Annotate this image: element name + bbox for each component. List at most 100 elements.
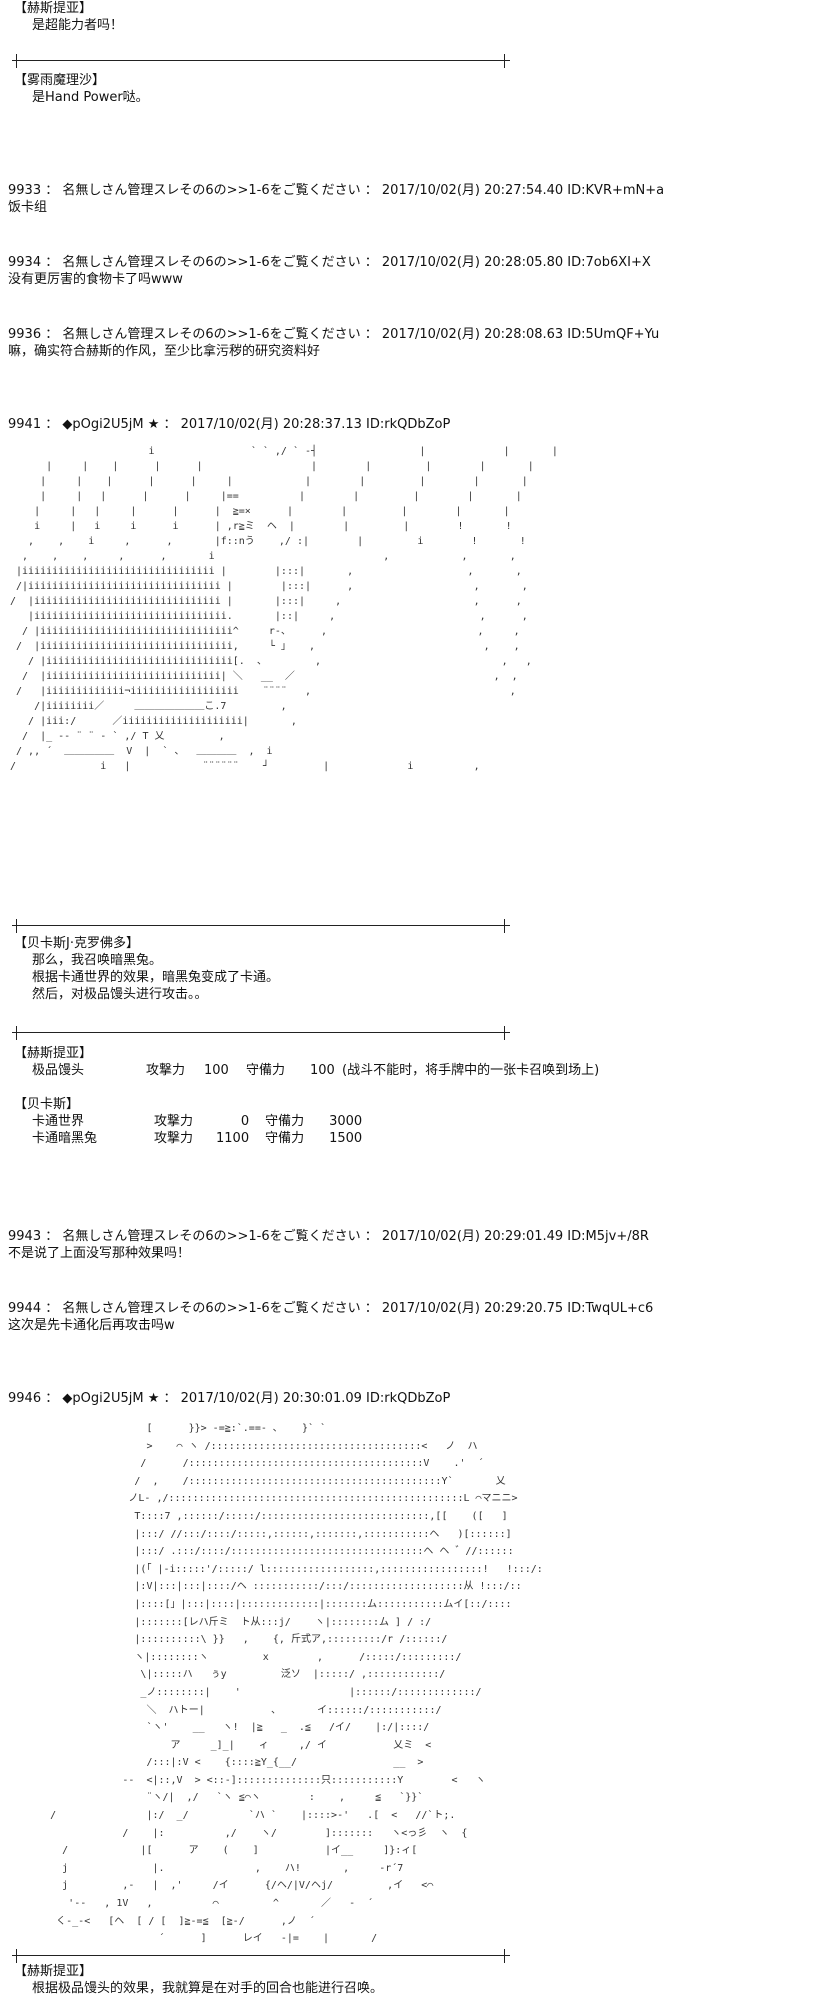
ascii-art-line: / |iiiiiiiiiiiii¬iiiiiiiiiiiiiiiiii ¨¨¨¨… [10, 686, 516, 697]
atk-label: 攻撃力 [154, 1131, 194, 1146]
ascii-art-line: '-- , 1V , ⌒ ^ ／ - ´ [14, 1898, 374, 1910]
atk-value: 1100 [216, 1131, 250, 1146]
ascii-art-line: -- <|::,V > <::-]::::::::::::::只::::::::… [14, 1774, 486, 1786]
ascii-art-line: |iiiiiiiiiiiiiiiiiiiiiiiiiiiiiiii | |:::… [10, 566, 522, 577]
ascii-art-line: |iiiiiiiiiiiiiiiiiiiiiiiiiiiiiiii. |::| … [10, 611, 528, 622]
ascii-art-line: / |[ ア ( ] |イ__ ]}:ィ[ [14, 1845, 418, 1857]
ascii-art-line: ＼ ハトー| 、 イ::::::/:::::::::::/ [14, 1704, 442, 1716]
ascii-art-line: ¨ヽ/| ,/ `ヽ ≦⌒ヽ : , ≦ `}}` [14, 1792, 424, 1804]
post-body: 不是说了上面没写那种效果吗！ [8, 1246, 191, 1261]
ascii-art-line: | | | | | |== | | | | | [10, 491, 522, 502]
ascii-art-line: > ⌒ ヽ /:::::::::::::::::::::::::::::::::… [14, 1440, 478, 1452]
atk-label: 攻撃力 [154, 1114, 194, 1129]
card-row: 卡通世界 攻撃力 0 守備力 3000 [32, 1113, 368, 1130]
ascii-art-line: ア _]_| ィ ,/ イ 乂ミ < [14, 1739, 432, 1751]
dialogue-line: 那么，我召唤暗黑兔。 [32, 953, 163, 968]
ascii-art-line: / |iii:/ ／iiiiiiiiiiiiiiiiiiii| , [10, 716, 297, 727]
ascii-art-line: /|iiiiiiiiiiiiiiiiiiiiiiiiiiiiiiii | |::… [10, 581, 528, 592]
ascii-art-line: |(「 |-i:::::'/:::::/ l::::::::::::::::::… [14, 1563, 543, 1575]
ascii-art-line: / |:/ _/ `ハ ` |::::>-' .[ < //`ト;. [14, 1810, 456, 1822]
post-header: 9933 ： 名無しさん管理スレその6の>>1-6をご覧ください ： 2017/… [8, 183, 665, 198]
card-name: 极品馒头 [32, 1063, 85, 1078]
speaker-becas: 【贝卡斯】 [14, 1097, 80, 1112]
card-row: 极品馒头 攻撃力 100 守備力 100 (战斗不能时，将手牌中的一张卡召唤到场… [32, 1062, 605, 1079]
ascii-art-line: | | | | | | | | | | [10, 461, 534, 472]
ascii-art-line: / i | ¨¨¨¨¨¨ ┘ | i , [10, 761, 480, 772]
def-label: 守備力 [265, 1131, 305, 1146]
separator-rule [12, 54, 510, 68]
card-stats-becas: 卡通世界 攻撃力 0 守備力 3000 卡通暗黑兔 攻撃力 1100 守備力 1… [32, 1113, 368, 1147]
ascii-art-line: T::::7 ,::::::/:::::/:::::::::::::::::::… [14, 1510, 508, 1522]
ascii-art-line: / , /:::::::::::::::::::::::::::::::::::… [14, 1475, 506, 1487]
dialogue-line: 根据极品馒头的效果，我就算是在对手的回合也能进行召唤。 [32, 1981, 384, 1996]
ascii-art-line: / |iiiiiiiiiiiiiiiiiiiiiiiiiiiiiiii, └ 」… [10, 641, 520, 652]
ascii-art-line: | | | | | | ≧=× | | | | | [10, 506, 510, 517]
ascii-art-line: , , , , , i , , , [10, 551, 516, 562]
ascii-art-line: |::::[」|:::|::::|:::::::::::::|:::::::ム:… [14, 1598, 512, 1610]
ascii-art-line: /:::|:V < {::::≧Y_{__/ __ > [14, 1757, 424, 1769]
ascii-art-line: |:::/ .:::/::::/::::::::::::::::::::::::… [14, 1546, 514, 1558]
ascii-art-line: ヽ|::::::::ヽ x , /:::::/:::::::::/ [14, 1651, 462, 1663]
ascii-art-line: / |iiiiiiiiiiiiiiiiiiiiiiiiiiiii| ＼ __ ／… [10, 671, 518, 682]
ascii-art-line: |:::::::[レハ斤ミ ト从:::j/ ヽ|::::::::ム ] / :/ [14, 1616, 432, 1628]
ascii-art-line: i | i i i | ,r≧ミ ヘ | | | ! ! [10, 521, 512, 532]
speaker-hestia: 【赫斯提亚】 [14, 1, 93, 16]
ascii-art-line: /|iiiiiiii／ ＿＿＿＿＿＿＿こ.7 , [10, 701, 287, 712]
separator-rule [12, 1026, 510, 1040]
speaker-hestia: 【赫斯提亚】 [14, 1046, 93, 1061]
ascii-art-line: / |_ -‐ ¨ ¨ - ` ,/ T 乂 , [10, 731, 225, 742]
ascii-art-line: |::::::::::\ }} , {, 斤式ア,:::::::::/r /::… [14, 1634, 448, 1646]
ascii-art-line: / /:::::::::::::::::::::::::::::::::::::… [14, 1458, 484, 1470]
ascii-art-line: |:::/ //:::/::::/:::::,::::::,:::::::,::… [14, 1528, 512, 1540]
ascii-art-line: j |. , ハ! , -r´7 [14, 1862, 404, 1874]
def-label: 守備力 [265, 1114, 305, 1129]
atk-value: 100 [204, 1063, 229, 1078]
dialogue-line: 然后，对极品馒头进行攻击。。 [32, 987, 208, 1002]
def-label: 守備力 [246, 1063, 286, 1078]
ascii-art-line: |:V|:::|:::|::::/ヘ :::::::::::/:::/:::::… [14, 1581, 522, 1593]
ascii-art-line: / |iiiiiiiiiiiiiiiiiiiiiiiiiiiiiii[. 、 ,… [10, 656, 532, 667]
ascii-art-character-portrait: [ }}> -=≧:`.==- ､ }` ` > ⌒ ヽ /::::::::::… [14, 1420, 543, 1948]
ascii-art-curtain-scene: i ` ` ,/ ` -┤ | | | | | | | | | | | | | … [10, 444, 558, 774]
post-header: 9943 ： 名無しさん管理スレその6の>>1-6をご覧ください ： 2017/… [8, 1229, 649, 1244]
ascii-art-line: | | | | | | | | | | | [10, 476, 528, 487]
def-value: 3000 [329, 1114, 363, 1129]
dialogue-line: 根据卡通世界的效果，暗黑兔变成了卡通。 [32, 970, 280, 985]
post-header: 9934 ： 名無しさん管理スレその6の>>1-6をご覧ください ： 2017/… [8, 255, 651, 270]
ascii-art-line: \|:::::ハ ぅy 泛ソ |:::::/ ,::::::::::::/ [14, 1669, 446, 1681]
ascii-art-line: [ }}> -=≧:`.==- ､ }` ` [14, 1423, 327, 1434]
ascii-art-line: く-_-< [ヘ [ / [ ]≧-=≦ [≧-/ ,ノ ´ [14, 1915, 315, 1927]
post-header: 9941 ： ◆pOgi2U5jM ★ ： 2017/10/02(月) 20:2… [8, 417, 451, 432]
ascii-art-line: `ヽ' __ ヽ! |≧ _ .≦ /イ/ |:/|::::/ [14, 1722, 430, 1734]
dialogue-line: 是Hand Power哒。 [32, 90, 149, 105]
ascii-art-line: / |iiiiiiiiiiiiiiiiiiiiiiiiiiiiiii | |::… [10, 596, 522, 607]
post-header: 9946 ： ◆pOgi2U5jM ★ ： 2017/10/02(月) 20:3… [8, 1391, 451, 1406]
post-header: 9936 ： 名無しさん管理スレその6の>>1-6をご覧ください ： 2017/… [8, 327, 660, 342]
ascii-art-line: _ノ::::::::| ' |::::::/:::::::::::::/ [14, 1686, 482, 1698]
def-value: 100 [310, 1063, 335, 1078]
card-row: 卡通暗黑兔 攻撃力 1100 守備力 1500 [32, 1130, 368, 1147]
atk-label: 攻撃力 [146, 1063, 186, 1078]
ascii-art-line: ´ ] レイ -|= | / [14, 1933, 378, 1945]
speaker-marisa: 【雾雨魔理沙】 [14, 73, 106, 88]
def-value: 1500 [329, 1131, 363, 1146]
ascii-art-line: i ` ` ,/ ` -┤ | | | [10, 446, 558, 457]
ascii-art-line: , , i , , |f::nう ,/ :| | i ! ! [10, 536, 526, 547]
ascii-art-line: / |iiiiiiiiiiiiiiiiiiiiiiiiiiiiiiii^ r‐、… [10, 626, 520, 637]
speaker-becas: 【贝卡斯J·克罗佛多】 [14, 936, 139, 951]
ascii-art-line: ノL- ,/::::::::::::::::::::::::::::::::::… [14, 1493, 518, 1505]
card-name: 卡通世界 [32, 1114, 85, 1129]
ascii-art-line: / ,, ´ ＿＿＿＿＿ V | ` 、 ＿＿＿＿ , i [10, 746, 273, 757]
post-body: 没有更厉害的食物卡了吗www [8, 272, 183, 287]
separator-rule [12, 1949, 510, 1963]
post-body: 这次是先卡通化后再攻击吗w [8, 1318, 175, 1333]
post-body: 嘛，确实符合赫斯的作风，至少比拿污秽的研究资料好 [8, 344, 321, 359]
post-body: 饭卡组 [8, 200, 48, 215]
card-note: (战斗不能时，将手牌中的一张卡召唤到场上) [342, 1063, 600, 1078]
dialogue-line: 是超能力者吗！ [32, 18, 124, 33]
separator-rule [12, 919, 510, 933]
ascii-art-line: / |: ,/ ヽ/ ]::::::: ヽ<っ彡 ヽ { [14, 1827, 468, 1839]
atk-value: 0 [240, 1114, 250, 1129]
speaker-hestia: 【赫斯提亚】 [14, 1964, 93, 1979]
